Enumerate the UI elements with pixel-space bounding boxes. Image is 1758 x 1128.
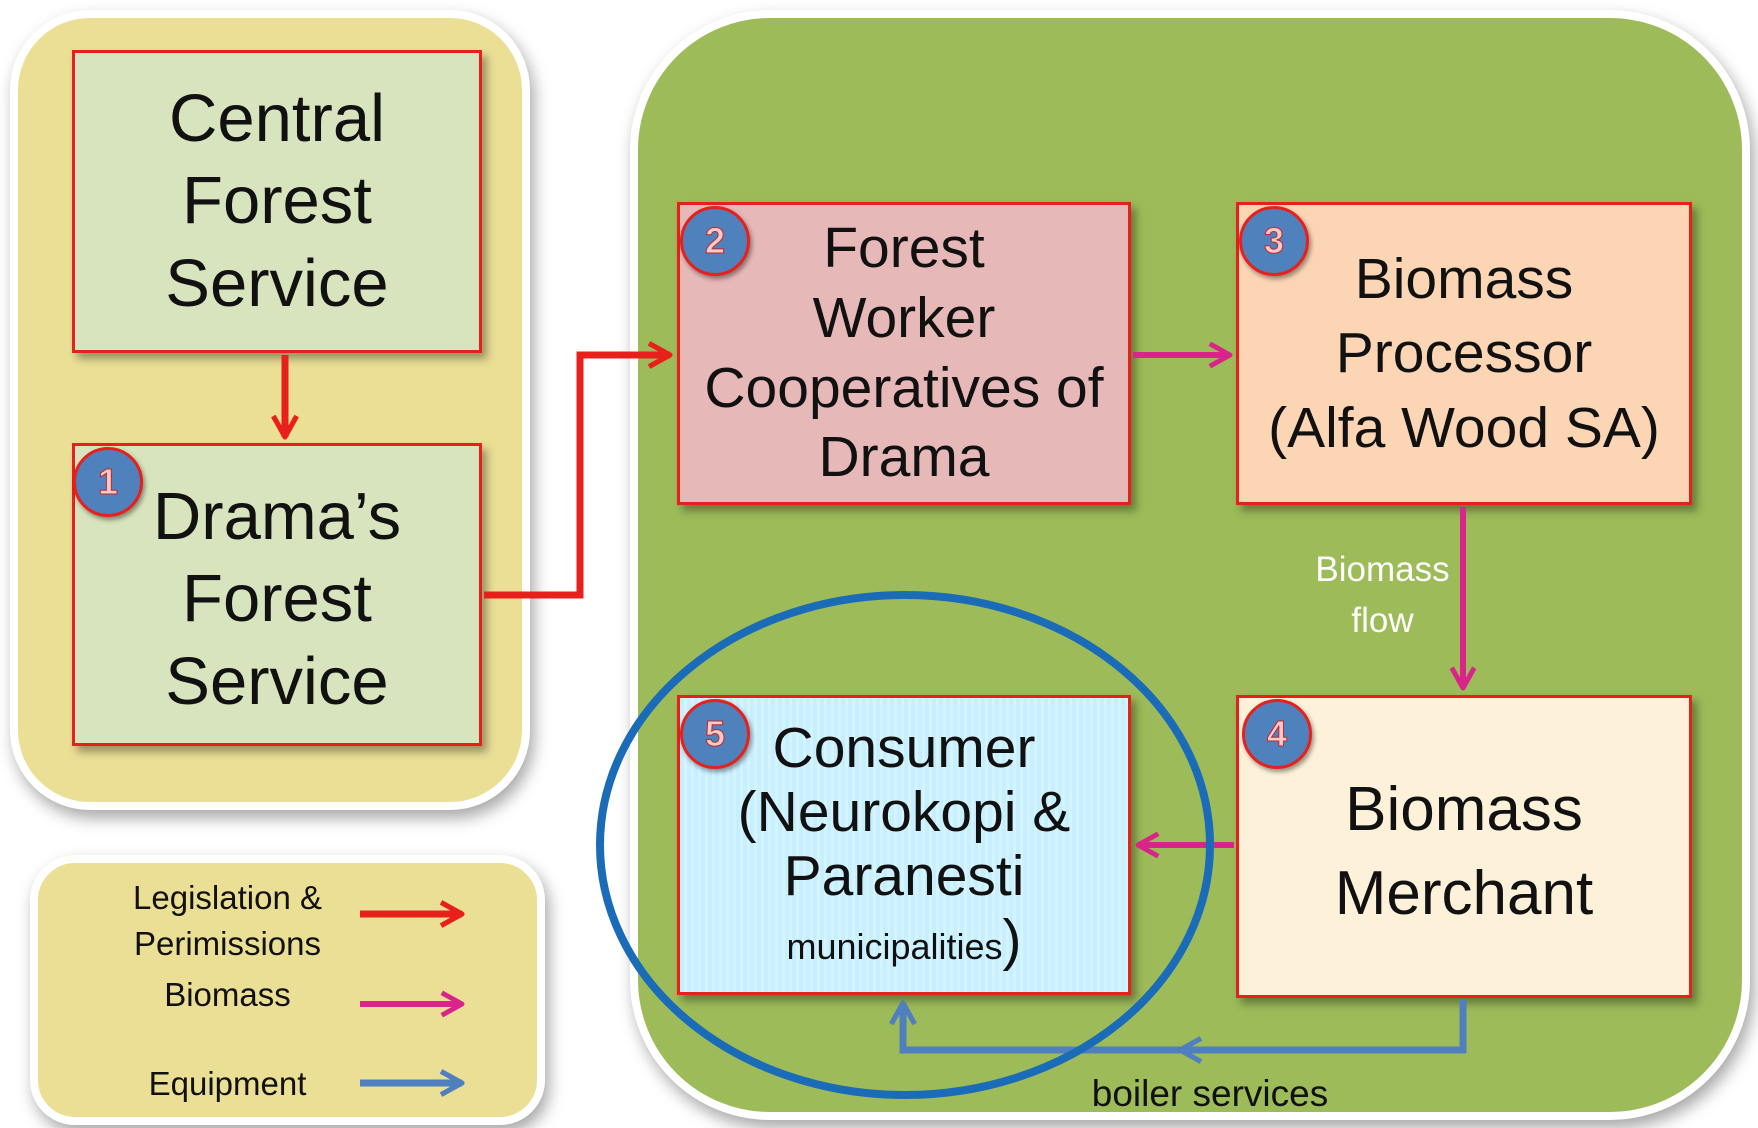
arrow-drama-to-cooperatives	[484, 341, 673, 599]
arrow-boiler-services	[889, 1000, 1467, 1054]
boiler-services-label: boiler services	[1091, 1073, 1329, 1114]
consumer-label: Consumer (Neurokopi & Paranesti municipal…	[737, 716, 1071, 972]
badge-5: 5	[680, 699, 750, 769]
legend-label-legislation: Legislation & Perimissions	[133, 879, 322, 963]
consumer-municipalities-label: municipalities	[786, 925, 1003, 967]
biomass-processor-box: Biomass Processor (Alfa Wood SA)	[1236, 202, 1692, 505]
consumer-box: Consumer (Neurokopi & Paranesti municipal…	[677, 695, 1131, 995]
biomass-merchant-box: Biomass Merchant	[1236, 695, 1692, 998]
forest-worker-cooperatives-label: Forest Worker Cooperatives of Drama	[704, 216, 1104, 490]
consumer-highlight-circle	[596, 591, 1214, 1099]
consumer-main-label: Consumer (Neurokopi & Paranesti	[737, 716, 1071, 908]
badge-4: 4	[1242, 699, 1312, 769]
consumer-close-paren: )	[1002, 907, 1022, 972]
legend-label-biomass: Biomass	[164, 976, 291, 1013]
legend-label-equipment: Equipment	[148, 1065, 307, 1102]
central-forest-service-label: Central Forest Service	[165, 80, 389, 321]
forest-worker-cooperatives-box: Forest Worker Cooperatives of Drama	[677, 202, 1131, 505]
biomass-processor-label: Biomass Processor (Alfa Wood SA)	[1268, 247, 1660, 460]
central-forest-service-box: Central Forest Service	[72, 50, 482, 353]
biomass-flow-label: Biomass flow	[1315, 550, 1450, 640]
biomass-merchant-label: Biomass Merchant	[1334, 774, 1594, 928]
badge-3: 3	[1239, 206, 1309, 276]
badge-2: 2	[680, 206, 750, 276]
dramas-forest-service-label: Drama’s Forest Service	[152, 478, 402, 719]
badge-1: 1	[73, 447, 143, 517]
